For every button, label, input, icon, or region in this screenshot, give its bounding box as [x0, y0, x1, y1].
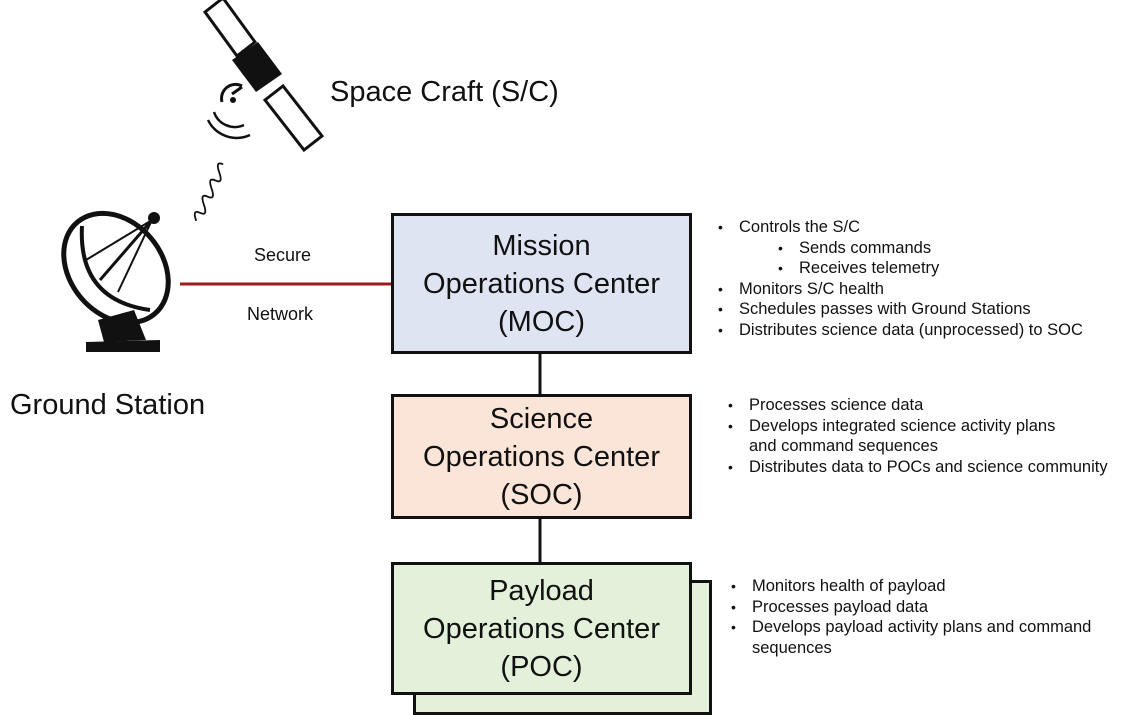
network-label-top: Secure: [254, 245, 312, 265]
soc-title-line1: Science: [489, 402, 594, 435]
soc-bullet: Develops integrated science activity pla…: [728, 416, 1079, 457]
moc-title-line2: Operations Center: [423, 267, 660, 300]
poc-bullet: Processes payload data: [731, 597, 1121, 618]
soc-bullet: Distributes data to POCs and science com…: [728, 457, 1126, 478]
spacecraft-label: Space Craft (S/C): [330, 76, 559, 108]
poc-bullets: Monitors health of payload Processes pay…: [731, 576, 1121, 658]
moc-sub-bullet: Sends commands: [718, 238, 1128, 259]
network-label-bottom: Network: [247, 304, 314, 324]
poc-title-line2: Operations Center: [423, 612, 660, 645]
soc-box: Science Operations Center (SOC): [391, 394, 692, 519]
moc-title-line3: (MOC): [498, 305, 585, 338]
moc-title-line1: Mission: [492, 229, 591, 262]
moc-sub-bullet: Receives telemetry: [718, 258, 1128, 279]
poc-title-line1: Payload: [489, 574, 594, 607]
ground-station-dish-icon: [61, 210, 171, 352]
soc-bullet: Processes science data: [728, 395, 1126, 416]
satellite-icon: [202, 0, 325, 153]
ground-station-label: Ground Station: [10, 389, 206, 421]
soc-bullets: Processes science data Develops integrat…: [728, 395, 1126, 477]
soc-title-line3: (SOC): [500, 478, 583, 511]
moc-box: Mission Operations Center (MOC): [391, 213, 692, 354]
poc-bullet: Develops payload activity plans and comm…: [731, 617, 1127, 658]
soc-title-line2: Operations Center: [423, 440, 660, 473]
moc-bullet: Controls the S/C: [718, 217, 1128, 238]
poc-box: Payload Operations Center (POC): [391, 562, 692, 695]
moc-bullets: Controls the S/C Sends commands Receives…: [718, 217, 1128, 340]
signal-wave: [193, 162, 224, 222]
moc-bullet: Monitors S/C health: [718, 279, 1128, 300]
moc-bullet: Distributes science data (unprocessed) t…: [718, 320, 1128, 341]
moc-bullet: Schedules passes with Ground Stations: [718, 299, 1128, 320]
poc-title-line3: (POC): [500, 650, 583, 683]
poc-bullet: Monitors health of payload: [731, 576, 1121, 597]
